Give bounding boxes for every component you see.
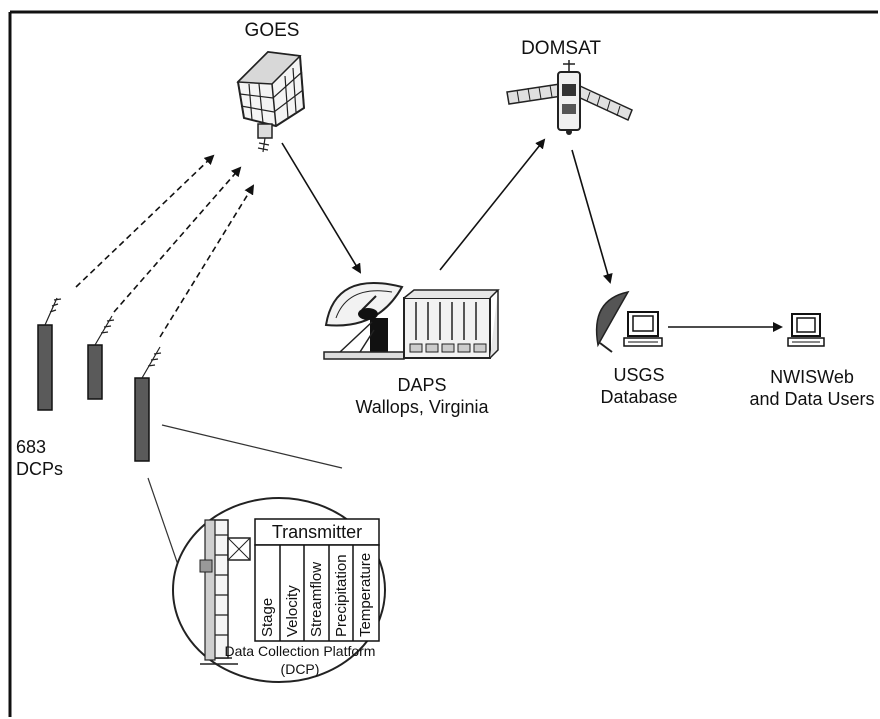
dcp-post-1 xyxy=(37,324,53,411)
goes-satellite-icon xyxy=(236,50,306,153)
usgs-database-icon xyxy=(595,290,663,353)
usgs-label: USGS Database xyxy=(584,364,694,408)
daps-label-line1: DAPS xyxy=(397,375,447,395)
daps-ground-station-icon xyxy=(323,282,500,360)
daps-label-line2: Wallops, Virginia xyxy=(355,397,489,417)
zoom-line-top xyxy=(161,424,343,469)
domsat-satellite-icon xyxy=(506,60,633,135)
dcp-posts xyxy=(37,297,162,462)
dcps-label-line2: DCPs xyxy=(16,459,64,479)
dcp-caption: Data Collection Platform (DCP) xyxy=(210,642,390,678)
usgs-label-line1: USGS xyxy=(613,365,665,385)
dcp-post-2 xyxy=(87,344,103,400)
goes-to-daps-arrow xyxy=(281,142,362,274)
transmitter-label: Transmitter xyxy=(271,522,363,542)
uplink-1 xyxy=(75,154,215,288)
sensor-streamflow: Streamflow xyxy=(308,561,325,637)
usgs-label-line2: Database xyxy=(600,387,678,407)
goes-label: GOES xyxy=(244,20,300,41)
sensor-velocity: Velocity xyxy=(284,585,301,637)
domsat-label: DOMSAT xyxy=(521,38,601,59)
nwis-computer-icon xyxy=(787,313,825,347)
dcps-label-line1: 683 xyxy=(16,437,47,457)
sensor-precipitation: Precipitation xyxy=(333,554,350,637)
nwis-label: NWISWeb and Data Users xyxy=(744,366,880,410)
dcp-tower-icon xyxy=(199,519,251,665)
uplink-2 xyxy=(113,166,242,313)
figure-border xyxy=(8,10,878,717)
dcp-caption-line2: (DCP) xyxy=(280,661,320,677)
dcp-post-3 xyxy=(134,377,150,462)
nwis-label-line1: NWISWeb xyxy=(770,367,854,387)
daps-label: DAPS Wallops, Virginia xyxy=(332,374,512,418)
sensor-stage: Stage xyxy=(259,597,276,637)
uplink-3 xyxy=(159,184,255,338)
nwis-label-line2: and Data Users xyxy=(749,389,875,409)
dcp-caption-line1: Data Collection Platform xyxy=(224,643,376,659)
sensor-temperature: Temperature xyxy=(357,552,374,637)
domsat-to-usgs-arrow xyxy=(571,149,613,284)
dcps-label: 683 DCPs xyxy=(16,436,76,480)
dcp-uplinks xyxy=(75,154,255,338)
daps-to-domsat-arrow xyxy=(439,138,546,271)
transmitter-table xyxy=(254,518,380,642)
